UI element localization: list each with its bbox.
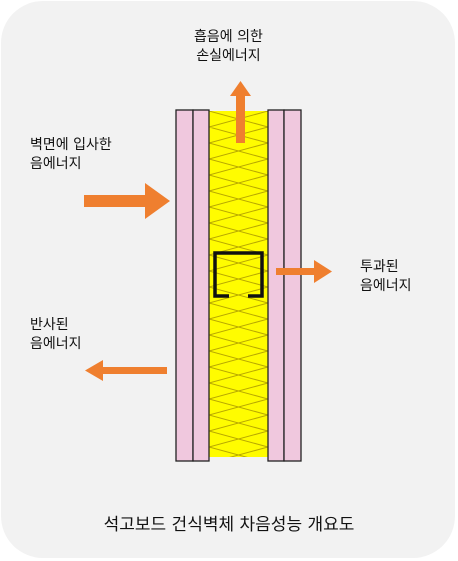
reflected-energy-label: 반사된 음에너지: [30, 317, 82, 352]
insulation-layer: [209, 111, 268, 457]
diagram-caption: 석고보드 건식벽체 차음성능 개요도: [103, 515, 355, 535]
reflected-energy-arrow: [85, 360, 167, 381]
right-gypsum-boards: [267, 109, 302, 462]
incident-energy-label: 벽면에 입사한 음에너지: [30, 137, 112, 172]
transmitted-energy-arrow: [276, 260, 332, 283]
steel-stud: [213, 251, 264, 298]
absorbed-energy-arrow: [230, 81, 251, 143]
transmitted-energy-label: 투과된 음에너지: [360, 259, 412, 294]
left-gypsum-boards: [175, 109, 210, 462]
incident-energy-arrow: [84, 183, 170, 219]
absorbed-energy-label: 흡음에 의한 손실에너지: [194, 29, 263, 64]
